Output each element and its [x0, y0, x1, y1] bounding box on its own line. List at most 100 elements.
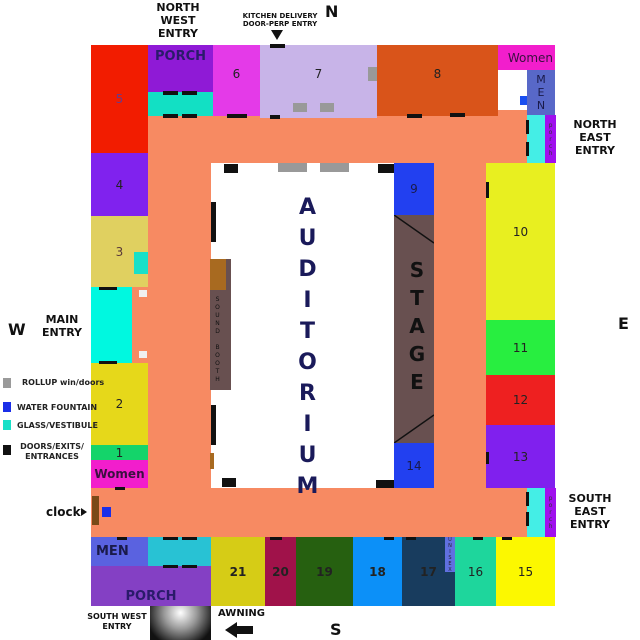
door[interactable]	[270, 537, 282, 540]
men-sw: MEN	[91, 537, 148, 566]
door[interactable]	[182, 537, 197, 540]
water-fountain-sw	[102, 507, 111, 517]
arrow-down-icon	[271, 30, 283, 40]
south-west-entry-label: SOUTH WEST ENTRY	[87, 612, 147, 631]
window	[139, 351, 147, 358]
room-7: 7	[260, 45, 377, 118]
legend-label: WATER FOUNTAIN	[17, 403, 98, 412]
door[interactable]	[115, 487, 125, 490]
legend-swatch-water-fountain	[3, 402, 11, 412]
room-11: 11	[486, 320, 555, 375]
compass-south: S	[330, 620, 342, 639]
room-3: 3	[91, 216, 148, 287]
legend-label: DOORS/EXITS/ ENTRANCES	[20, 442, 84, 461]
women-ne: Women	[498, 45, 555, 70]
porch-se: porch	[545, 488, 556, 537]
rollup-door	[278, 163, 307, 172]
door[interactable]	[117, 537, 127, 540]
auditorium-label: AUDITORIUM	[295, 195, 320, 505]
door[interactable]	[486, 182, 489, 198]
rollup-door	[320, 103, 334, 112]
awning-shade	[150, 606, 211, 640]
door[interactable]	[211, 202, 216, 242]
vestibule-ne	[527, 115, 545, 163]
rollup-door	[368, 67, 377, 81]
awning-label: AWNING	[218, 608, 265, 619]
brown-marker	[210, 453, 214, 469]
arrow-right-icon	[81, 508, 87, 516]
door[interactable]	[270, 44, 285, 48]
door[interactable]	[450, 113, 465, 117]
door[interactable]	[182, 91, 197, 95]
door[interactable]	[163, 537, 178, 540]
door[interactable]	[163, 91, 178, 95]
water-fountain-ne	[520, 96, 527, 105]
legend-label: ROLLUP win/doors	[22, 378, 105, 387]
door[interactable]	[502, 537, 512, 540]
room-4: 4	[91, 153, 148, 216]
vestibule-main	[91, 287, 132, 363]
sound-booth	[210, 259, 231, 390]
legend-swatch-doors	[3, 445, 11, 455]
arrow-left-shaft	[236, 626, 253, 634]
women-w: Women	[91, 460, 148, 488]
room-13: 13	[486, 425, 555, 488]
compass-north: N	[325, 2, 339, 21]
vestibule-nw	[148, 92, 213, 116]
room-19: 19	[296, 537, 353, 606]
room-9: 9	[394, 163, 434, 215]
kitchen-entry-label: KITCHEN DELIVERY DOOR-PERP ENTRY	[242, 12, 318, 29]
door[interactable]	[407, 114, 422, 118]
compass-west: W	[8, 320, 26, 339]
door[interactable]	[473, 537, 483, 540]
door[interactable]	[182, 114, 197, 118]
door[interactable]	[486, 452, 489, 464]
room-18: 18	[353, 537, 402, 606]
door[interactable]	[384, 537, 394, 540]
room-6: 6	[213, 45, 260, 116]
room-12: 12	[486, 375, 555, 425]
door[interactable]	[526, 142, 529, 156]
door[interactable]	[378, 164, 394, 173]
vestibule-sw	[148, 537, 211, 566]
door[interactable]	[227, 114, 247, 118]
door[interactable]	[163, 565, 178, 568]
porch-ne: porch	[545, 115, 556, 163]
legend-swatch-glass	[3, 420, 11, 430]
unisex: UNISEX	[445, 536, 455, 573]
door[interactable]	[211, 405, 216, 445]
door[interactable]	[224, 164, 238, 173]
door[interactable]	[222, 478, 236, 487]
compass-east: E	[618, 314, 629, 333]
door[interactable]	[99, 361, 117, 364]
door[interactable]	[270, 115, 280, 119]
clock-label: clock	[46, 505, 81, 519]
door[interactable]	[526, 120, 529, 134]
corridor-south	[91, 488, 151, 537]
rollup-door	[320, 163, 349, 172]
room-16: 16	[455, 537, 496, 606]
door[interactable]	[376, 480, 394, 488]
vestibule-3	[134, 252, 148, 274]
door[interactable]	[526, 512, 529, 526]
rollup-door	[293, 103, 307, 112]
legend-label: GLASS/VESTIBULE	[17, 421, 98, 430]
stage	[394, 215, 434, 443]
sound-booth-door	[210, 259, 226, 290]
south-east-entry-label: SOUTH EAST ENTRY	[568, 492, 612, 532]
corridor-main	[132, 287, 148, 363]
north-east-entry-label: NORTH EAST ENTRY	[573, 118, 617, 158]
door[interactable]	[182, 565, 197, 568]
room-21: 21	[211, 537, 265, 606]
door[interactable]	[406, 537, 416, 540]
door[interactable]	[526, 492, 529, 506]
room-20: 20	[265, 537, 296, 606]
arrow-left-icon	[225, 622, 237, 638]
door[interactable]	[163, 114, 178, 118]
room-15: 15	[496, 537, 555, 606]
door[interactable]	[99, 287, 117, 290]
porch-sw: PORCH	[91, 566, 211, 606]
room-5: 5	[91, 45, 148, 153]
north-west-entry-label: NORTH WEST ENTRY	[156, 1, 200, 41]
room-10: 10	[486, 163, 555, 320]
